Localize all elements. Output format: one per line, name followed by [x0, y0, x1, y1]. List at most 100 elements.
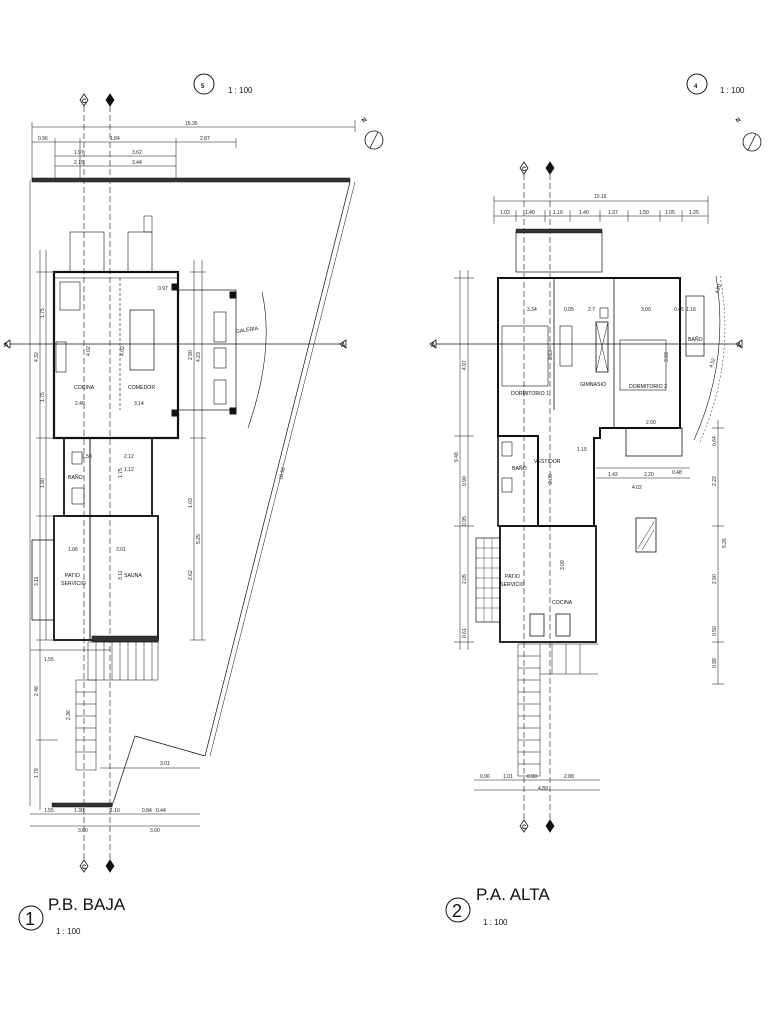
- dim-upper-r-a: 0.45: [674, 307, 684, 313]
- dim-upper-right-b: 2.22: [712, 476, 718, 486]
- dim-upper-h-a: 3.93: [548, 350, 554, 360]
- upper-stair-grid: [476, 538, 500, 622]
- ground-floor-plan: C B C B A A: [3, 93, 356, 873]
- top-reference-left: 5 1 : 100: [193, 73, 253, 95]
- dim-upper-bottom-e: 4.89: [538, 786, 548, 792]
- north-label-right: N: [735, 117, 742, 124]
- north-arrow-left-icon: N: [361, 117, 384, 150]
- ground-top-dimensions: [31, 120, 356, 180]
- upper-plan-title: 2 P.A. ALTA 1 : 100: [445, 885, 550, 927]
- dim-ground-top-b: 1.84: [110, 136, 120, 142]
- dim-upper-dorm2-width: 3.00: [641, 307, 651, 313]
- dim-ground-int-b: 4.02: [120, 346, 126, 356]
- dim-ground-left-d: 1.90: [40, 478, 46, 488]
- dim-ground-top-total: 15.35: [185, 121, 198, 127]
- ground-site-boundary: [29, 177, 356, 808]
- upper-floor-plan: C B C B A A: [429, 161, 743, 833]
- dim-upper-t3: 1.16: [553, 210, 563, 216]
- dim-upper-bottom-c: 0.90: [527, 774, 537, 780]
- section-marker-a-right: A: [341, 343, 346, 349]
- dim-upper-h-h: 4.02: [632, 485, 642, 491]
- room-upper-gimnasio: GIMNASIO: [580, 382, 606, 388]
- room-ground-comedor: COMEDOR: [128, 385, 155, 391]
- top-ref-left-number: 5: [201, 84, 205, 90]
- dim-upper-h-f: 2.20: [644, 472, 654, 478]
- dim-ground-top-f: 2.15: [74, 160, 84, 166]
- section-markers-top: [3, 93, 347, 873]
- ground-plan-name: P.B. BAJA: [48, 895, 126, 914]
- dim-upper-r-b: 1.16: [686, 307, 696, 313]
- dim-ground-top-e: 3.62: [132, 150, 142, 156]
- north-arrow-right-icon: N: [735, 117, 762, 152]
- room-upper-vestidor: VESTIDOR: [534, 459, 561, 465]
- dim-ground-left-e: 3.11: [34, 576, 40, 586]
- upper-marker-a-right: A: [737, 343, 742, 349]
- upper-marker-b-top: B: [548, 167, 553, 173]
- top-scale-left: 1 : 100: [228, 86, 253, 95]
- dim-ground-right-b: 4.23: [196, 352, 202, 362]
- top-ref-right-number: 4: [694, 84, 698, 90]
- dim-ground-bottom-g: 3.00: [78, 828, 88, 834]
- dim-upper-gim-b: 2.7: [588, 307, 595, 313]
- dim-upper-left-f: 0.61: [462, 628, 468, 638]
- dim-ground-left-f: 2.48: [34, 686, 40, 696]
- dim-ground-right-a: 2.90: [188, 350, 194, 360]
- ground-vertical-dimensions: [30, 250, 206, 827]
- dim-ground-left-g: 2.36: [66, 710, 72, 720]
- dim-ground-bottom-a: 1.55: [44, 657, 54, 663]
- upper-plan-number: 2: [452, 901, 462, 921]
- dim-upper-left-a: 4.97: [462, 360, 468, 370]
- ground-room-labels: COCINA COMEDOR GALERIA BAÑO PATIO SERVIC…: [61, 326, 259, 587]
- dim-upper-left-c: 0.90: [462, 476, 468, 486]
- room-ground-bano: BAÑO: [68, 474, 83, 481]
- dim-ground-comedor-width: 3.14: [134, 401, 144, 407]
- dim-upper-left-e: 2.05: [462, 574, 468, 584]
- top-reference-right: 4 1 : 100: [686, 73, 745, 95]
- upper-exterior-stair: [517, 643, 598, 777]
- dim-upper-top-total: 10.16: [594, 194, 607, 200]
- dim-ground-sauna-width: 3.01: [116, 547, 126, 553]
- dim-ground-bottom-c: 1.30: [74, 808, 84, 814]
- dim-ground-int-c: 1.75: [118, 468, 124, 478]
- section-marker-b-bottom: B: [108, 865, 113, 871]
- upper-house-walls: [475, 228, 726, 777]
- dim-ground-bottom-b: 1.55: [44, 808, 54, 814]
- upper-room-labels: DORMITORIO 1 GIMNASIO DORMITORIO 2 BAÑO …: [500, 336, 703, 606]
- dim-ground-bano-width: 1.50: [82, 454, 92, 460]
- dim-ground-top-g: 3.44: [132, 160, 142, 166]
- dim-upper-h-d: 1.15: [577, 447, 587, 453]
- section-marker-c-top: C: [82, 99, 87, 105]
- dim-upper-t8: 1.25: [689, 210, 699, 216]
- dim-upper-t6: 1.50: [639, 210, 649, 216]
- dim-upper-right-e: 0.50: [712, 626, 718, 636]
- dim-ground-bottom-f: 0.44: [156, 808, 166, 814]
- dim-upper-h-g: 0.48: [672, 470, 682, 476]
- dim-ground-left-a: 4.32: [34, 352, 40, 362]
- upper-marker-c-bottom: C: [522, 825, 527, 831]
- ground-plan-title: 1 P.B. BAJA 1 : 100: [18, 895, 126, 936]
- ground-dimension-texts: 15.35 0.96 1.84 2.87 1.97 3.62 2.15 3.44…: [34, 121, 287, 834]
- dim-ground-top-a: 0.96: [38, 136, 48, 142]
- ground-stairs: [75, 641, 159, 771]
- dim-ground-patio-width: 1.06: [68, 547, 78, 553]
- room-upper-cocina: COCINA: [552, 600, 573, 606]
- dim-upper-h-b: 3.93: [664, 352, 670, 362]
- dim-ground-left-b: 1.75: [40, 308, 46, 318]
- dim-ground-mid-a: 0.97: [158, 286, 168, 292]
- north-label-left: N: [361, 117, 368, 124]
- dim-ground-left-h: 1.79: [34, 768, 40, 778]
- dim-ground-right-c: 1.03: [188, 498, 194, 508]
- room-ground-sauna: SAUNA: [124, 573, 142, 579]
- section-marker-c-bottom: C: [82, 865, 87, 871]
- dim-ground-bano-a: 1.12: [124, 467, 134, 473]
- upper-marker-a-left: A: [431, 343, 436, 349]
- dim-ground-int-a: 4.02: [86, 346, 92, 356]
- dim-ground-bano-width-2: 2.12: [124, 454, 134, 460]
- top-scale-right: 1 : 100: [720, 86, 745, 95]
- room-upper-patio: PATIO: [505, 574, 520, 580]
- room-upper-bano-main: BAÑO: [688, 336, 703, 343]
- room-ground-cocina: COCINA: [74, 385, 95, 391]
- dim-upper-diag-b: 4.20: [714, 283, 723, 294]
- room-upper-servicio: SERVICIO: [500, 582, 525, 588]
